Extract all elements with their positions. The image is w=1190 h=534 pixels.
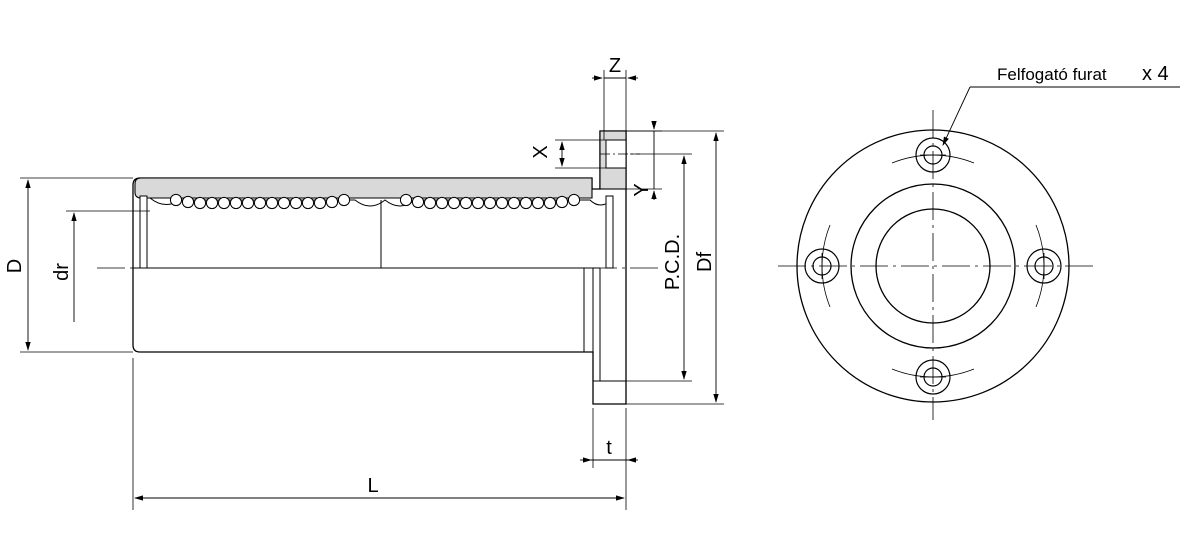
dimensions: D dr L t Z X Y (4, 55, 724, 510)
label-D: D (4, 259, 26, 273)
label-Y: Y (631, 183, 653, 196)
mounting-hole-left (804, 248, 840, 284)
retainer-right (605, 195, 614, 269)
label-Z: Z (609, 55, 621, 77)
label-Df: Df (694, 252, 716, 272)
label-dr: dr (51, 263, 73, 281)
label-t: t (606, 437, 612, 459)
label-hole-count: x 4 (1142, 63, 1169, 85)
mounting-hole-top (915, 137, 951, 173)
ball-row-1 (169, 193, 351, 210)
label-PCD: P.C.D. (662, 234, 684, 290)
label-hole-note: Felfogató furat (997, 65, 1107, 84)
label-L: L (367, 475, 378, 497)
mounting-hole-right (1026, 248, 1062, 284)
end-view: Felfogató furat x 4 (778, 63, 1180, 420)
ball-row-2 (399, 193, 581, 210)
sleeve-section (134, 130, 627, 199)
mounting-hole-bottom (915, 359, 951, 395)
side-view (97, 130, 660, 405)
label-X: X (530, 145, 552, 158)
retainer-left (139, 195, 148, 269)
